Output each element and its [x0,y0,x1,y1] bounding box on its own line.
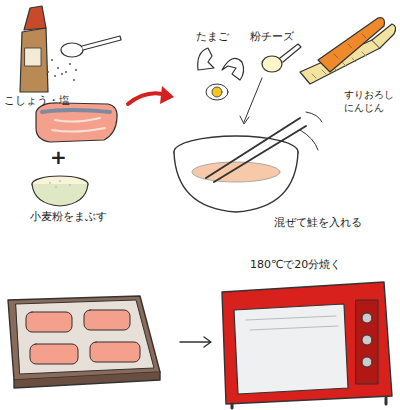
flour-bowl [32,176,88,206]
cheese-spoon [240,44,301,124]
label: たまご [196,30,229,44]
baking-tray [8,296,160,388]
mixing-bowl [174,112,322,212]
label: 混ぜて鮭を入れる [274,216,362,230]
label: すりおろし にんじん [344,88,396,114]
pepper-shaker [20,6,63,92]
plus-sign: + [50,144,67,170]
arrow [180,337,211,347]
red-arrowhead [160,86,174,104]
label: 小麦粉をまぶす [30,210,107,224]
grater-carrot [300,18,396,84]
label: こしょう・塩 [4,94,70,108]
toaster-oven [222,282,392,408]
egg [198,48,244,100]
salmon-slice [36,103,117,142]
label: 粉チーズ [250,30,294,44]
measuring-spoon [61,36,121,81]
label: 180℃で20分焼く [250,258,341,272]
